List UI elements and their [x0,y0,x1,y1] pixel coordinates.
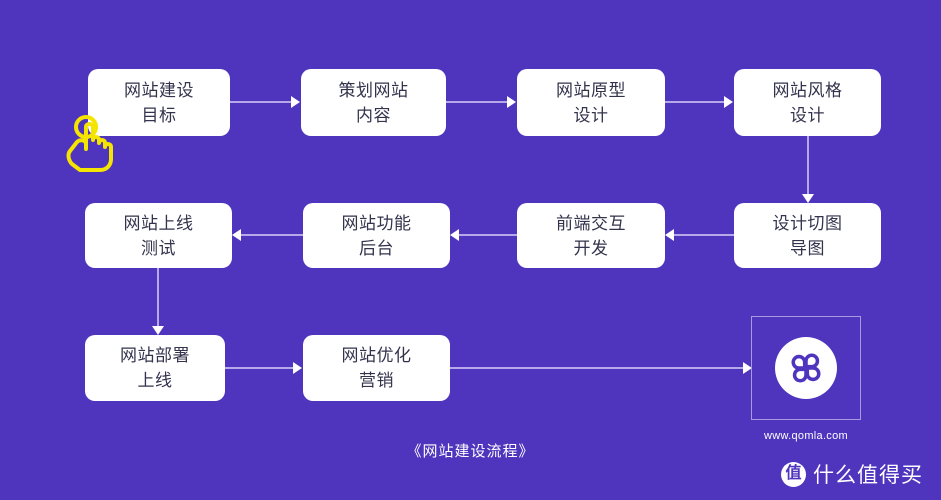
watermark-badge-icon: 值 [781,461,806,487]
flow-node-deploy-online[interactable]: 网站部署 上线 [85,335,225,401]
qomla-clover-knot-icon [791,353,821,383]
arrowhead-n4-n5 [802,194,814,203]
arrowhead-n6-n7 [450,229,459,241]
arrowhead-n7-n8 [232,229,241,241]
flow-node-prototype-design[interactable]: 网站原型 设计 [517,69,665,136]
arrowhead-n3-n4 [724,96,733,108]
flow-node-label: 网站功能 后台 [341,213,412,258]
flow-node-label: 网站原型 设计 [556,80,626,125]
connector-n8-n9 [157,268,159,328]
flow-node-plan-content[interactable]: 策划网站 内容 [301,69,446,136]
flow-node-label: 策划网站 内容 [338,80,409,125]
connector-n5-n6 [673,234,734,236]
flow-node-label: 前端交互 开发 [556,213,626,258]
flow-node-label: 网站优化 营销 [341,346,412,390]
flow-node-label: 网站上线 测试 [123,213,194,258]
tap-hand-cursor-icon [66,114,118,172]
flow-node-label: 设计切图 导图 [772,213,843,258]
arrowhead-n1-n2 [291,96,300,108]
connector-n3-n4 [665,101,725,103]
flow-node-website-goal[interactable]: 网站建设 目标 [88,69,230,136]
connector-n4-n5 [807,136,809,196]
flow-node-launch-testing[interactable]: 网站上线 测试 [85,203,232,268]
arrowhead-n2-n3 [507,96,516,108]
flow-node-slicing-guide[interactable]: 设计切图 导图 [734,203,881,268]
flow-node-label: 网站建设 目标 [124,80,194,125]
flow-node-frontend-dev[interactable]: 前端交互 开发 [517,203,665,268]
connector-n1-n2 [230,101,292,103]
logo-url-text: www.qomla.com [764,430,848,442]
flow-node-backend-features[interactable]: 网站功能 后台 [303,203,450,268]
arrowhead-n8-n9 [152,326,164,335]
logo-circle [775,337,837,399]
connector-n2-n3 [446,101,508,103]
arrowhead-n5-n6 [665,229,674,241]
flow-node-optimization-marketing[interactable]: 网站优化 营销 [303,335,450,401]
diagram-caption: 《网站建设流程》 [406,443,535,460]
watermark: 值 什么值得买 [781,459,923,489]
flow-node-label: 网站部署 上线 [120,346,190,390]
connector-n6-n7 [458,234,517,236]
watermark-text: 什么值得买 [813,464,923,487]
connector-n9-n10 [225,367,294,369]
logo-panel[interactable] [751,316,861,420]
connector-n7-n8 [240,234,303,236]
arrowhead-n9-n10 [293,362,302,374]
connector-n10-logo [450,367,745,369]
flow-node-label: 网站风格 设计 [772,80,843,125]
flow-node-style-design[interactable]: 网站风格 设计 [734,69,881,136]
arrowhead-n10-logo [743,362,752,374]
